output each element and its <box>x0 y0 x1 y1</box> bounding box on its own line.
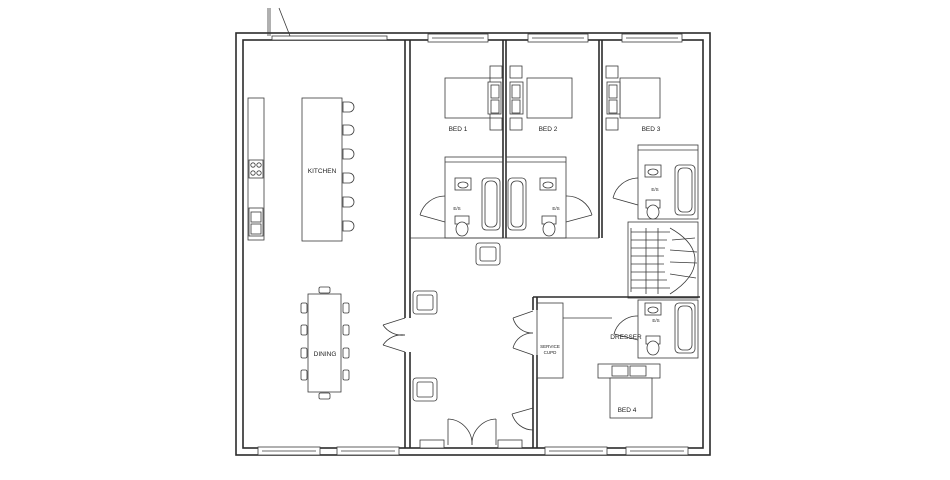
kitchen-island <box>301 97 343 242</box>
ensuite-4-label: E/S <box>652 318 659 323</box>
ensuite-2-label: E/S <box>552 206 559 211</box>
bed-4-label: BED 4 <box>618 407 637 414</box>
service-cupboard-label-1: SERVICE <box>540 344 560 349</box>
ensuite-2 <box>506 161 593 237</box>
bed-3-label: BED 3 <box>642 126 661 133</box>
kitchen-counter-run <box>247 97 265 241</box>
entry-door-top-left <box>267 7 291 37</box>
ensuite-1-label: E/S <box>453 206 460 211</box>
main-entry-doors <box>419 418 523 449</box>
bed-2-label: BED 2 <box>539 126 558 133</box>
interior-walls <box>404 40 700 448</box>
windows-bottom <box>257 446 689 456</box>
staircase <box>630 227 698 295</box>
bed-4 <box>597 363 661 419</box>
windows-top <box>271 33 683 43</box>
dining-hall-double-door <box>382 317 406 353</box>
bed-2 <box>509 65 573 131</box>
bed-1 <box>444 65 503 131</box>
hall-chair-left-2 <box>412 377 438 402</box>
ensuite-4 <box>613 302 696 356</box>
dining-table <box>300 286 350 400</box>
bed-1-label: BED 1 <box>449 126 468 133</box>
ensuite-3 <box>612 149 698 220</box>
service-cupboard-label-2: CUPD <box>544 350 558 355</box>
bed-4-door <box>511 407 534 431</box>
hall-chair-top <box>475 242 501 266</box>
ensuite-1 <box>419 161 503 237</box>
hall-chair-left-1 <box>412 290 438 315</box>
bed-3 <box>605 65 661 131</box>
service-cupboard-doors <box>512 310 534 356</box>
kitchen-label: KITCHEN <box>308 168 337 175</box>
dresser-label: DRESSER <box>610 334 642 341</box>
bar-stools <box>342 101 355 232</box>
ensuite-3-label: E/S <box>651 187 658 192</box>
dining-label: DINING <box>314 351 337 358</box>
